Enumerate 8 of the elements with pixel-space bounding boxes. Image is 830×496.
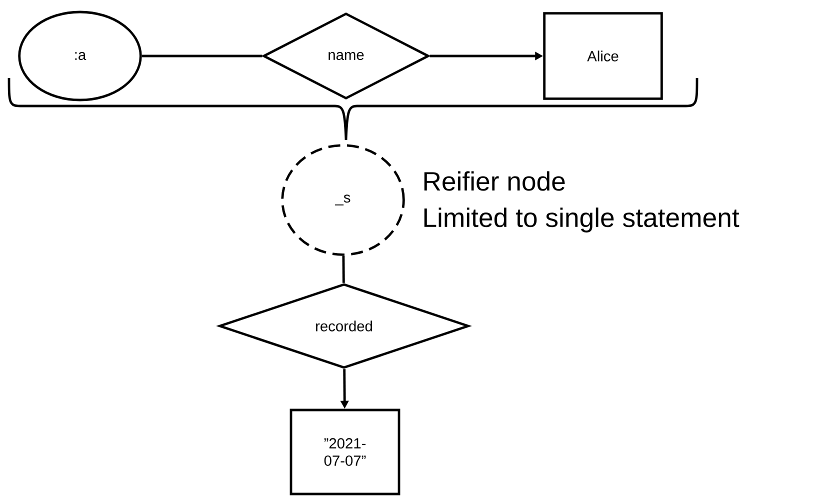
box-node: ”2021-07-07” <box>290 408 400 496</box>
dashed-ellipse-node: _s <box>281 144 405 256</box>
connector <box>142 54 262 58</box>
note-text: Reifier node <box>424 171 565 191</box>
connector <box>342 256 345 283</box>
box-node: Alice <box>543 12 663 100</box>
ellipse-node: :a <box>18 10 142 102</box>
note-text: Limited to single statement <box>424 208 740 232</box>
